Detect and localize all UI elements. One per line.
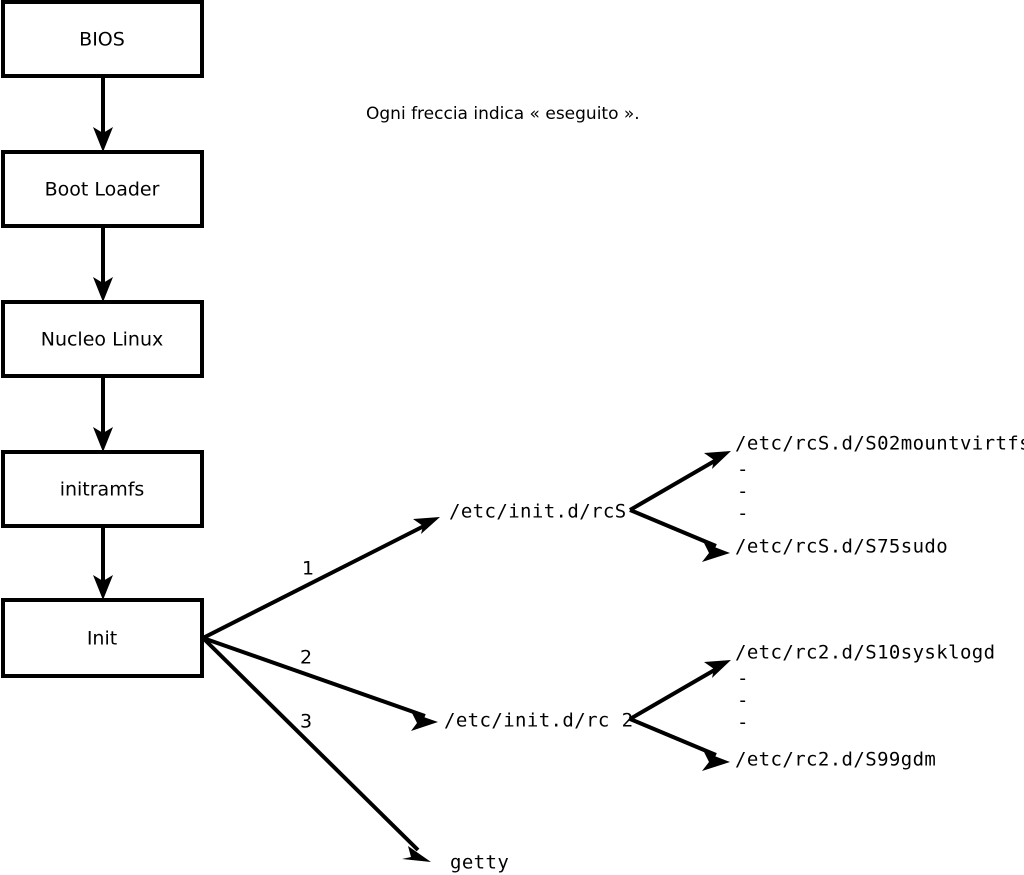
- arrow-head-icon: [702, 752, 730, 771]
- node-init-box[interactable]: [1, 598, 204, 678]
- init-branch-1-number: 1: [302, 558, 314, 580]
- node-boot-loader-label: Boot Loader: [45, 179, 160, 201]
- arrow-initramfs-to-init: [93, 526, 113, 600]
- node-boot-loader[interactable]: Boot Loader: [1, 150, 204, 228]
- rcs-fanout-group: [628, 451, 731, 562]
- node-bios[interactable]: BIOS: [1, 0, 204, 78]
- target-label-rc2: /etc/init.d/rc 2: [444, 710, 633, 732]
- node-kernel-label: Nucleo Linux: [41, 329, 164, 351]
- rcs-script-first: /etc/rcS.d/S02mountvirtfs: [735, 433, 1024, 455]
- target-label-getty: getty: [450, 852, 509, 874]
- rc2-script-labels: /etc/rc2.d/S10sysklogd - - - /etc/rc2.d/…: [735, 642, 995, 771]
- node-bios-box[interactable]: [1, 0, 204, 78]
- node-init-label: Init: [87, 628, 117, 650]
- rc2-script-last: /etc/rc2.d/S99gdm: [735, 749, 936, 771]
- branch-target-labels: /etc/init.d/rcS /etc/init.d/rc 2 getty: [444, 501, 633, 874]
- arrow-head-icon: [93, 127, 113, 152]
- arrow-head-icon: [413, 517, 440, 534]
- arrow-head-icon: [402, 846, 431, 862]
- arrow-boot-loader-to-kernel: [93, 226, 113, 302]
- diagram-caption: Ogni freccia indica « eseguito ».: [366, 104, 640, 124]
- boot-chain-group: BIOS Boot Loader Nucleo Linux initramfs …: [1, 0, 204, 678]
- node-init[interactable]: Init: [1, 598, 204, 678]
- rcs-ellipsis-dash-2: -: [737, 481, 748, 503]
- rc2-fanout-group: [628, 660, 731, 771]
- arrow-head-icon: [93, 427, 113, 452]
- rc2-ellipsis-dash-2: -: [737, 690, 748, 712]
- node-initramfs[interactable]: initramfs: [1, 450, 204, 528]
- init-fanout-group: 1 2 3: [201, 517, 440, 862]
- node-bios-label: BIOS: [79, 29, 125, 51]
- rcs-ellipsis-dash-3: -: [737, 503, 748, 525]
- rcs-script-last: /etc/rcS.d/S75sudo: [735, 536, 948, 558]
- target-label-rcs: /etc/init.d/rcS: [449, 501, 627, 523]
- rc2-script-first: /etc/rc2.d/S10sysklogd: [735, 642, 995, 664]
- arrow-head-icon: [702, 543, 730, 562]
- arrow-head-icon: [411, 713, 438, 731]
- node-initramfs-box[interactable]: [1, 450, 204, 528]
- arrow-head-icon: [93, 575, 113, 600]
- init-branch-1: 1: [202, 517, 440, 640]
- rcs-ellipsis-dash-1: -: [737, 459, 748, 481]
- init-branch-2: 2: [202, 636, 438, 731]
- rc2-ellipsis-dash-3: -: [737, 712, 748, 734]
- node-initramfs-label: initramfs: [60, 479, 145, 501]
- arrow-head-icon: [704, 451, 731, 469]
- node-kernel-box[interactable]: [1, 300, 204, 378]
- node-kernel[interactable]: Nucleo Linux: [1, 300, 204, 378]
- arrow-head-icon: [93, 277, 113, 302]
- init-branch-3: 3: [201, 636, 431, 862]
- arrow-kernel-to-initramfs: [93, 376, 113, 452]
- arrow-bios-to-boot-loader: [93, 76, 113, 152]
- init-branch-3-number: 3: [300, 711, 312, 733]
- init-branch-2-number: 2: [300, 647, 312, 669]
- rcs-script-labels: /etc/rcS.d/S02mountvirtfs - - - /etc/rcS…: [735, 433, 1024, 558]
- boot-chain-arrows: [93, 76, 113, 600]
- arrow-head-icon: [704, 660, 731, 678]
- rc2-ellipsis-dash-1: -: [737, 668, 748, 690]
